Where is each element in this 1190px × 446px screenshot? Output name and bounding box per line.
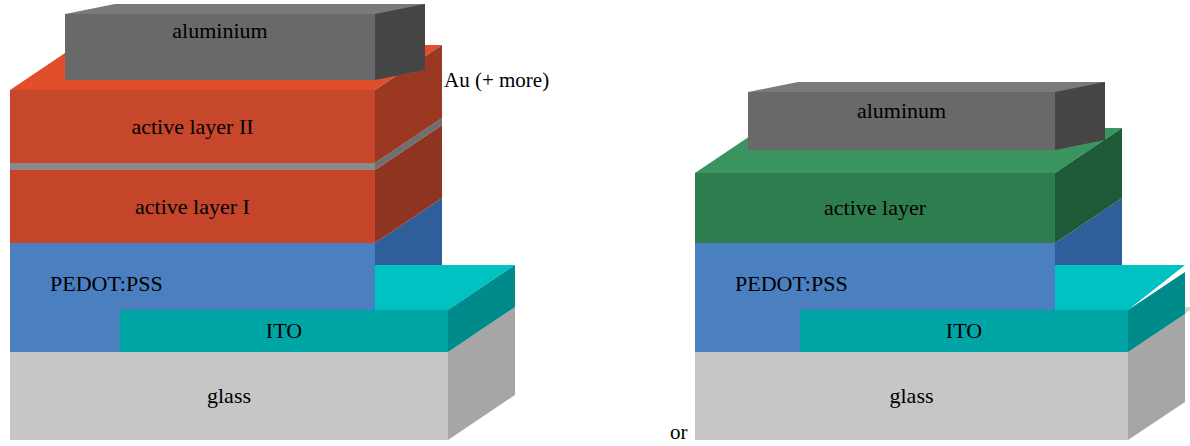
glass-substrate: glass xyxy=(10,352,448,440)
aluminum-top xyxy=(748,82,1105,150)
active-layer: active layer I xyxy=(10,170,375,243)
active-layer: active layer xyxy=(695,173,1055,243)
layer-label: ITO xyxy=(946,318,982,343)
layer-label: PEDOT:PSS xyxy=(50,271,163,296)
ito-side xyxy=(448,265,515,352)
layer-label: aluminium xyxy=(172,18,267,43)
electrode-layer: aluminium xyxy=(65,14,375,80)
aluminium-top xyxy=(65,4,425,80)
layer-label: aluminum xyxy=(857,98,946,123)
electrode-layer: aluminum xyxy=(748,92,1055,150)
ito-layer: ITO xyxy=(120,310,448,352)
layer-callout: Au (+ more) xyxy=(444,68,549,92)
aluminum-side xyxy=(1055,82,1105,150)
layer-label: glass xyxy=(890,383,934,408)
layer-label: ITO xyxy=(266,318,302,343)
conjunction-label: or xyxy=(670,420,688,444)
layer-label: PEDOT:PSS xyxy=(735,271,848,296)
layer-label: active layer II xyxy=(131,114,253,139)
layer-label: active layer xyxy=(824,195,926,220)
ito-side xyxy=(1128,272,1185,352)
au-layer xyxy=(10,163,375,170)
aluminium-side xyxy=(375,4,425,80)
ito-layer: ITO xyxy=(800,310,1128,352)
glass-substrate: glass xyxy=(695,352,1128,440)
active-layer: active layer II xyxy=(10,90,375,163)
layer-label: active layer I xyxy=(135,194,250,219)
layer-label: glass xyxy=(207,383,251,408)
